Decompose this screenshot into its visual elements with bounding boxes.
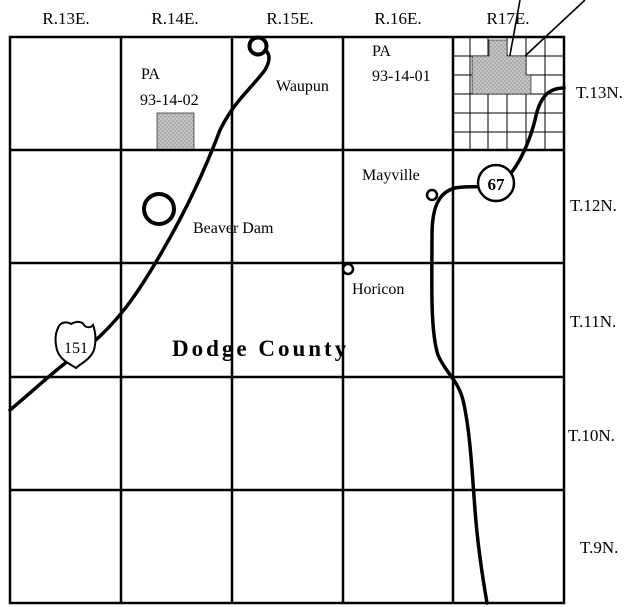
mayville-label: Mayville	[362, 167, 420, 184]
horicon-label: Horicon	[352, 281, 404, 298]
pointer-line	[507, 0, 521, 67]
pa-93-14-01-id: 93-14-01	[372, 68, 431, 85]
range-label-15e: R.15E.	[266, 9, 313, 28]
mayville-marker	[425, 188, 439, 202]
range-label-17e: R17E.	[487, 9, 530, 28]
beaver-dam-marker	[142, 192, 176, 226]
waupun-label: Waupun	[276, 78, 329, 95]
horicon-marker	[341, 262, 355, 276]
township-label-12n: T.12N.	[570, 196, 617, 215]
state-highway-67-shield	[476, 163, 516, 203]
township-label-11n: T.11N.	[570, 312, 616, 331]
range-label-14e: R.14E.	[151, 9, 198, 28]
county-title: Dodge County	[172, 336, 349, 361]
waupun-marker	[247, 35, 269, 57]
township-label-10n: T.10N.	[568, 426, 615, 445]
us-highway-151-shield	[54, 320, 97, 370]
state-highway-67	[430, 86, 566, 605]
township-grid	[8, 35, 566, 605]
range-label-13e: R.13E.	[42, 9, 89, 28]
township-label-13n: T.13N.	[576, 83, 623, 102]
pa-93-14-02-label: PA	[141, 66, 160, 83]
us-highway-151-label: 151	[64, 340, 88, 357]
range-label-16e: R.16E.	[374, 9, 421, 28]
pa-93-14-01-label: PA	[372, 43, 391, 60]
project-area-93-14-01	[471, 39, 532, 95]
state-highway-67-label: 67	[488, 175, 506, 194]
pa-93-14-02-id: 93-14-02	[140, 92, 199, 109]
project-area-93-14-02	[156, 112, 195, 151]
township-label-9n: T.9N.	[580, 538, 618, 557]
beaver-dam-label: Beaver Dam	[193, 220, 274, 237]
